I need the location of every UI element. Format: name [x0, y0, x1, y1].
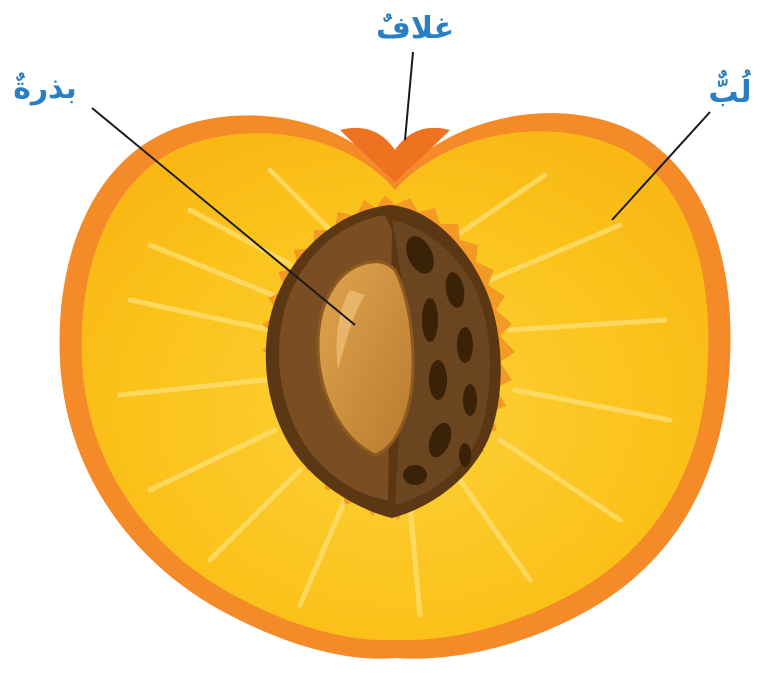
- pericarp-leader-line: [405, 52, 413, 140]
- label-pericarp: غلافٌ: [376, 11, 454, 46]
- label-seed: بذرةٌ: [13, 71, 77, 106]
- label-pulp: لُبٌّ: [708, 68, 751, 110]
